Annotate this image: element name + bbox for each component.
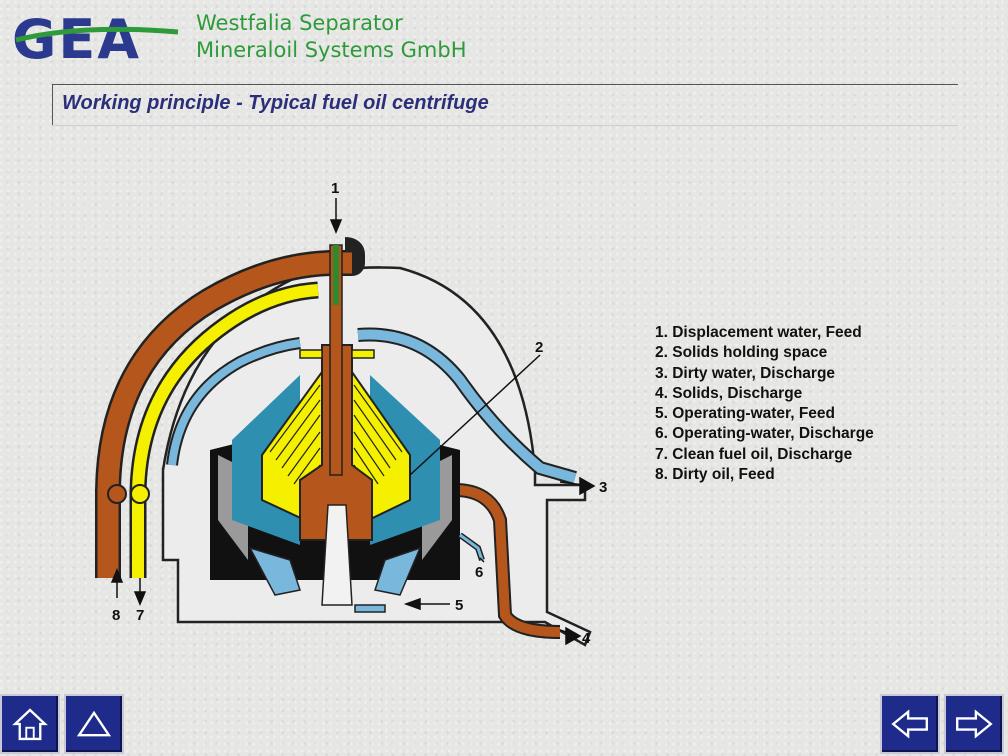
home-button[interactable] bbox=[0, 694, 60, 754]
label-6: 6 bbox=[475, 564, 483, 581]
clean-oil-outlet-right bbox=[351, 349, 375, 359]
operating-water-feed bbox=[354, 604, 386, 613]
legend-item: 1. Displacement water, Feed bbox=[655, 324, 862, 341]
legend-item: 7. Clean fuel oil, Discharge bbox=[655, 445, 853, 463]
displacement-water-tube bbox=[333, 245, 339, 305]
legend: 1. Displacement water, Feed 2. Solids ho… bbox=[655, 323, 874, 485]
company-line-1: Westfalia Separator bbox=[196, 11, 403, 35]
label-4: 4 bbox=[582, 630, 591, 647]
back-button[interactable] bbox=[880, 694, 940, 754]
operating-water-right bbox=[374, 546, 422, 596]
clean-oil-pipe bbox=[132, 284, 319, 578]
header-rule bbox=[52, 84, 958, 85]
label-2: 2 bbox=[535, 339, 543, 356]
centrifuge-diagram: 1 2 3 4 5 6 7 8 bbox=[95, 180, 607, 647]
label-3: 3 bbox=[599, 479, 607, 496]
clean-oil-pipe-section bbox=[130, 484, 150, 504]
left-arrow-icon bbox=[891, 709, 928, 739]
company-line-2: Mineraloil Systems GmbH bbox=[196, 38, 467, 62]
legend-item: 5. Operating-water, Feed bbox=[655, 405, 836, 423]
dirty-water-outlet bbox=[357, 329, 577, 483]
operating-water-discharge bbox=[459, 533, 484, 561]
spindle bbox=[321, 504, 353, 606]
title-rule-left bbox=[52, 84, 53, 126]
logo-swoosh bbox=[15, 26, 179, 43]
callout-arrows bbox=[110, 198, 596, 646]
label-5: 5 bbox=[455, 597, 463, 614]
label-7: 7 bbox=[136, 607, 144, 624]
label-8: 8 bbox=[112, 607, 120, 624]
right-arrow-icon bbox=[956, 709, 993, 739]
oil-pipe-section bbox=[107, 484, 127, 504]
forward-button[interactable] bbox=[944, 694, 1004, 754]
legend-item: 3. Dirty water, Discharge bbox=[655, 364, 836, 382]
legend-item: 8. Dirty oil, Feed bbox=[655, 466, 775, 484]
home-icon bbox=[12, 708, 48, 741]
legend-item: 4. Solids, Discharge bbox=[655, 384, 803, 402]
legend-item: 2. Solids holding space bbox=[655, 344, 828, 362]
page-title: Working principle - Typical fuel oil cen… bbox=[62, 92, 489, 114]
up-arrow-icon bbox=[76, 710, 112, 737]
operating-water-left bbox=[248, 546, 301, 596]
label-1: 1 bbox=[331, 180, 339, 197]
clean-oil-outlet-left bbox=[299, 349, 323, 359]
water-channel-left bbox=[168, 339, 301, 466]
gea-logo: GEA bbox=[12, 8, 179, 68]
solids-discharge bbox=[454, 485, 561, 637]
title-rule-bottom bbox=[52, 125, 958, 126]
company-name: Westfalia Separator Mineraloil Systems G… bbox=[196, 10, 467, 64]
dirty-oil-pipe bbox=[97, 252, 352, 578]
legend-item: 6. Operating-water, Discharge bbox=[655, 425, 874, 443]
up-button[interactable] bbox=[64, 694, 124, 754]
